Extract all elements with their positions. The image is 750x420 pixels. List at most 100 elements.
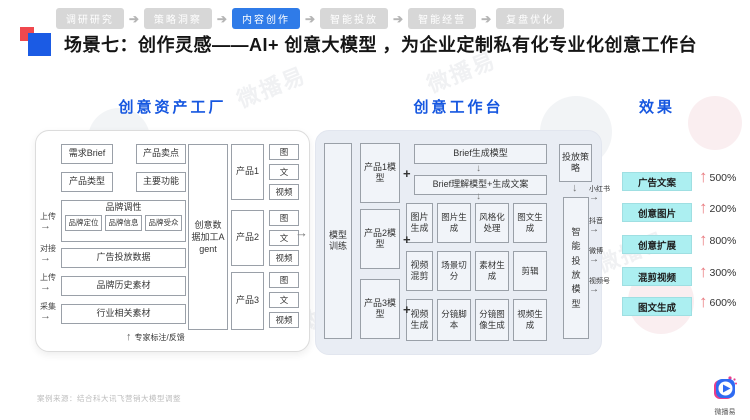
brand-logo-label: 微播易	[714, 409, 736, 416]
weiboyi-logo-icon	[714, 376, 737, 399]
down-arrow-icon: ↓	[476, 163, 481, 174]
up-arrow-icon: ↑	[126, 331, 132, 343]
page-title: 场景七：创作灵感——AI+ 创意大模型 ，为企业定制私有化专业化创意工作台	[64, 35, 698, 55]
up-arrow-icon: ↑	[699, 198, 708, 217]
platform-douyin: 抖音 →	[589, 216, 619, 235]
nav-arrow-icon: ➔	[481, 11, 492, 26]
box-creative-data-agent: 创意数据加工Agent	[188, 144, 228, 330]
platform-shipinhao: 视频号 →	[589, 276, 619, 295]
box-output-image: 图	[269, 144, 299, 160]
right-arrow-icon: →	[589, 254, 599, 265]
platform-weibo: 微博 →	[589, 246, 619, 265]
plus-icon: +	[403, 166, 411, 181]
up-arrow-icon: ↑	[699, 230, 708, 249]
nav-arrow-icon: ➔	[216, 11, 227, 26]
box-industry-assets: 行业相关素材	[61, 304, 186, 324]
process-nav: 调研研究 ➔ 策略洞察 ➔ 内容创作 ➔ 智能投放 ➔ 智能经营 ➔ 复盘优化	[0, 8, 620, 29]
input-channel-collect: 采集 →	[40, 301, 61, 321]
effect-creative-expansion-value: ↑ 800%	[699, 230, 737, 249]
box-editing: 剪辑	[513, 251, 547, 291]
right-arrow-icon: →	[40, 281, 51, 293]
box-output-video: 视频	[269, 184, 299, 200]
nav-arrow-icon: ➔	[393, 11, 404, 26]
box-product-type: 产品类型	[61, 172, 113, 192]
effect-section-title: 效果	[638, 99, 675, 116]
title-row: 场景七：创作灵感——AI+ 创意大模型 ，为企业定制私有化专业化创意工作台	[20, 26, 698, 57]
right-arrow-icon: →	[589, 192, 599, 203]
nav-step-content-active[interactable]: 内容创作	[231, 8, 300, 29]
box-product-2: 产品2	[231, 210, 264, 266]
box-model-training: 模型训练	[324, 143, 352, 339]
box-scene-split: 场景切分	[437, 251, 471, 291]
box-product3-model: 产品3模型	[360, 279, 400, 339]
input-channel-upload-2: 上传 →	[40, 272, 61, 292]
box-brand-history-assets: 品牌历史素材	[61, 276, 186, 296]
product-3-outputs: 图 文 视频	[269, 272, 299, 328]
effect-imagetext-generation: 图文生成	[622, 297, 692, 316]
effect-ad-copy-value: ↑ 500%	[699, 167, 737, 186]
box-image-generate: 图片生成	[437, 203, 471, 243]
box-output-text: 文	[269, 292, 299, 308]
nav-step-strategy[interactable]: 策略洞察	[143, 8, 212, 29]
nav-step-review[interactable]: 复盘优化	[496, 8, 565, 29]
row-label-image-generation: 图片生成	[406, 203, 433, 243]
box-product-3: 产品3	[231, 272, 264, 330]
box-output-image: 图	[269, 210, 299, 226]
input-channel-connect: 对接 →	[40, 243, 61, 263]
box-storyboard-script: 分镜脚本	[437, 299, 471, 341]
workbench-section-title: 创意工作台	[413, 99, 504, 116]
box-output-video: 视频	[269, 312, 299, 328]
box-output-image: 图	[269, 272, 299, 288]
down-arrow-icon: ↓	[476, 191, 481, 202]
factory-to-workbench-arrow-icon: →	[295, 225, 308, 240]
right-arrow-icon: →	[589, 224, 599, 235]
input-channel-upload-1: 上传 →	[40, 211, 61, 231]
effect-creative-image-value: ↑ 200%	[699, 198, 737, 217]
factory-section-title: 创意资产工厂	[118, 99, 227, 116]
box-product2-model: 产品2模型	[360, 209, 400, 269]
box-ad-delivery-data: 广告投放数据	[61, 248, 186, 268]
right-arrow-icon: →	[40, 252, 51, 264]
box-video-generate: 视频生成	[513, 299, 547, 341]
workbench-panel: 模型训练 产品1模型 产品2模型 产品3模型 + + + Brief生成模型 ↓…	[315, 130, 602, 355]
effect-creative-image: 创意图片	[622, 203, 692, 222]
brand-tonality-title: 品牌调性	[105, 202, 142, 213]
box-main-function: 主要功能	[136, 172, 186, 192]
watermark-blob	[688, 96, 742, 150]
row-label-video-remix: 视频混剪	[406, 251, 433, 291]
brand-logo: 微播易	[704, 375, 746, 417]
box-brand-audience: 品牌受众	[145, 215, 182, 231]
up-arrow-icon: ↑	[699, 292, 708, 311]
box-material-generate: 素材生成	[475, 251, 509, 291]
box-smart-delivery-model: 智能投放模型	[563, 197, 589, 339]
title-bullet-icon	[20, 26, 51, 56]
nav-arrow-icon: ➔	[128, 11, 139, 26]
box-brand-info: 品牌信息	[105, 215, 142, 231]
nav-step-delivery[interactable]: 智能投放	[320, 8, 389, 29]
box-product-1: 产品1	[231, 144, 264, 200]
product-2-outputs: 图 文 视频	[269, 210, 299, 266]
effect-creative-expansion: 创意扩展	[622, 235, 692, 254]
box-demand-brief: 需求Brief	[61, 144, 113, 164]
factory-panel: 上传 → 对接 → 上传 → 采集 → 需求Brief 产品卖点 产品类型 主要…	[35, 130, 310, 352]
plus-icon: +	[403, 302, 411, 317]
right-arrow-icon: →	[40, 220, 51, 232]
effect-remix-video-value: ↑ 300%	[699, 262, 737, 281]
right-arrow-icon: →	[40, 310, 51, 322]
box-brief-understanding-copywriting: Brief理解模型+生成文案	[414, 175, 547, 195]
expert-feedback: ↑ 专家标注/反馈	[126, 331, 185, 343]
nav-arrow-icon: ➔	[304, 11, 316, 26]
box-delivery-strategy: 投放策略	[559, 144, 592, 182]
box-storyboard-image-generate: 分镜图像生成	[475, 299, 509, 341]
box-product-sellpoint: 产品卖点	[136, 144, 186, 164]
box-imagetext-generate: 图文生成	[513, 203, 547, 243]
platform-xiaohongshu: 小红书 →	[589, 184, 619, 203]
nav-step-research[interactable]: 调研研究	[55, 8, 124, 29]
nav-step-operation[interactable]: 智能经营	[408, 8, 477, 29]
row-label-video-generation: 视频生成	[406, 299, 433, 341]
box-product1-model: 产品1模型	[360, 143, 400, 203]
product-1-outputs: 图 文 视频	[269, 144, 299, 200]
down-arrow-icon: ↓	[572, 182, 578, 194]
right-arrow-icon: →	[589, 284, 599, 295]
